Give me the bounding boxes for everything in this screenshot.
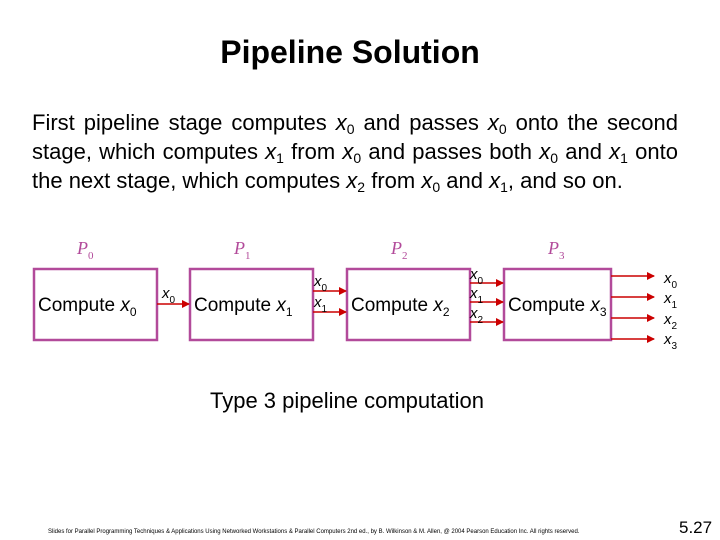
- diagram-caption: Type 3 pipeline computation: [210, 388, 484, 413]
- stage-box-3: [502, 267, 613, 342]
- link-label-3-1: x1: [663, 290, 678, 311]
- stage-box-1: [188, 267, 315, 342]
- stage-box-2: [345, 267, 472, 342]
- page-number: 5.27: [679, 518, 713, 537]
- compute-label-0: Compute x0: [38, 295, 137, 319]
- compute-label-3: Compute x3: [508, 295, 607, 319]
- link-label-2-2: x2: [469, 305, 484, 326]
- slide-title: Pipeline Solution: [220, 34, 480, 70]
- link-label-0-0: x0: [161, 285, 176, 306]
- processor-label-3: P3: [547, 238, 565, 262]
- processor-label-1: P1: [233, 238, 251, 262]
- processor-label-0: P0: [76, 238, 94, 262]
- compute-label-2: Compute x2: [351, 295, 450, 319]
- link-label-3-2: x2: [663, 311, 678, 332]
- compute-label-1: Compute x1: [194, 295, 293, 319]
- link-label-1-0: x0: [313, 273, 328, 294]
- link-label-1-1: x1: [313, 294, 328, 315]
- description-paragraph: First pipeline stage computes x0 and pas…: [32, 110, 678, 195]
- footer-credit: Slides for Parallel Programming Techniqu…: [48, 529, 580, 535]
- processor-label-2: P2: [390, 238, 408, 262]
- link-label-2-0: x0: [469, 266, 484, 287]
- link-label-2-1: x1: [469, 285, 484, 306]
- link-label-3-0: x0: [663, 270, 678, 291]
- link-label-3-3: x3: [663, 331, 678, 352]
